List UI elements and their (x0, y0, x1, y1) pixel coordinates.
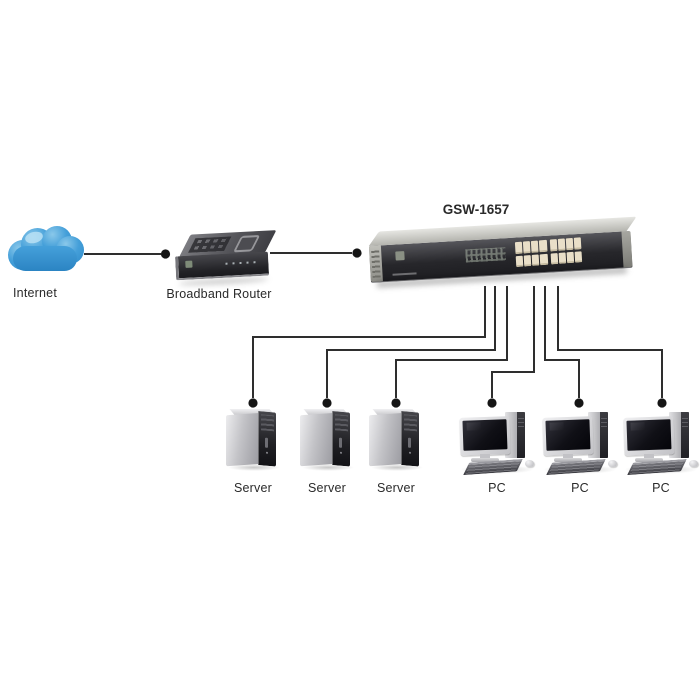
rj45-port (550, 252, 558, 265)
wire-switch-server-2 (322, 286, 496, 408)
server-shadow (302, 464, 354, 471)
pc-mouse (608, 460, 617, 467)
switch-rack-bracket-left (368, 245, 383, 283)
switch-logo-icon (395, 251, 405, 261)
pc-tower-front (600, 412, 608, 458)
rj45-port (573, 237, 582, 250)
rj45-port (565, 237, 574, 250)
rj45-port (574, 250, 583, 263)
pc-monitor-stand (644, 454, 654, 459)
pc-1-label: PC (488, 481, 506, 495)
server-front-panel (401, 411, 419, 467)
server-power-led (409, 451, 411, 454)
router-front-face (174, 251, 270, 281)
wire-switch-pc-2 (544, 286, 584, 408)
rj45-port (522, 241, 531, 254)
router-logo-icon (185, 260, 193, 268)
rj45-port (539, 239, 547, 252)
rj45-port (514, 241, 523, 254)
pc-monitor (459, 416, 511, 456)
router-vents (188, 236, 232, 253)
router-label: Broadband Router (166, 287, 272, 301)
server-front-panel (332, 411, 350, 467)
port-group (514, 239, 548, 268)
switch-ethernet-ports (514, 237, 583, 268)
wire-router-switch (270, 248, 362, 258)
wire-switch-pc-1 (487, 286, 535, 408)
pc-tower-front (681, 412, 689, 458)
rj45-port (523, 254, 532, 267)
server-side-panel (226, 413, 259, 467)
server-2-icon (300, 409, 354, 471)
wire-switch-pc-3 (557, 286, 667, 408)
server-drive-bays (404, 414, 417, 432)
switch-model-label: GSW-1657 (442, 202, 510, 217)
pc-monitor (542, 416, 594, 456)
server-3-label: Server (376, 481, 416, 495)
server-shadow (228, 464, 280, 471)
server-2-label: Server (307, 481, 347, 495)
pc-screen (462, 419, 508, 451)
pc-monitor-base (471, 458, 499, 462)
router-emblem (232, 234, 261, 253)
server-button-strip (339, 437, 342, 448)
server-1-icon (226, 409, 280, 471)
pc-mouse (525, 460, 534, 467)
internet-label: Internet (13, 286, 57, 300)
pc-screen (626, 419, 672, 451)
server-button-strip (265, 437, 268, 448)
rj45-port (549, 239, 558, 252)
rj45-port (515, 255, 524, 268)
switch-led-lights (465, 247, 506, 263)
server-1-label: Server (233, 481, 273, 495)
pc-monitor (623, 416, 675, 456)
pc-2-label: PC (571, 481, 589, 495)
server-side-panel (369, 413, 402, 467)
server-drive-bays (335, 414, 348, 432)
server-3-icon (369, 409, 423, 471)
server-button-strip (408, 437, 411, 448)
wire-switch-server-1 (248, 286, 486, 408)
wire-switch-server-3 (391, 286, 508, 408)
server-power-led (340, 451, 342, 454)
switch-rack-bracket-right (621, 230, 633, 268)
pc-2-icon (541, 410, 619, 476)
server-shadow (371, 464, 423, 471)
server-drive-bays (261, 414, 274, 432)
rj45-port (557, 238, 566, 251)
pc-mouse (689, 460, 698, 467)
rj45-port (531, 253, 540, 266)
pc-3-label: PC (652, 481, 670, 495)
router-led-lights (225, 261, 260, 265)
pc-tower-front (517, 412, 525, 458)
server-side-panel (300, 413, 333, 467)
server-front-panel (258, 411, 276, 467)
rj45-port (531, 240, 539, 253)
pc-monitor-base (635, 458, 663, 462)
port-group (549, 237, 583, 265)
switch-front-print (392, 272, 417, 276)
pc-3-icon (622, 410, 700, 476)
rj45-port (558, 251, 566, 264)
internet-cloud-icon (8, 226, 84, 272)
rj45-port (539, 253, 548, 266)
cloud-base (13, 246, 77, 271)
pc-screen (545, 419, 591, 451)
pc-monitor-base (554, 458, 582, 462)
server-power-led (266, 451, 268, 454)
rj45-port (566, 251, 575, 264)
wire-internet-router (84, 249, 171, 259)
pc-1-icon (458, 410, 536, 476)
pc-monitor-stand (563, 454, 573, 459)
broadband-router-icon (174, 230, 277, 287)
pc-monitor-stand (480, 454, 490, 459)
